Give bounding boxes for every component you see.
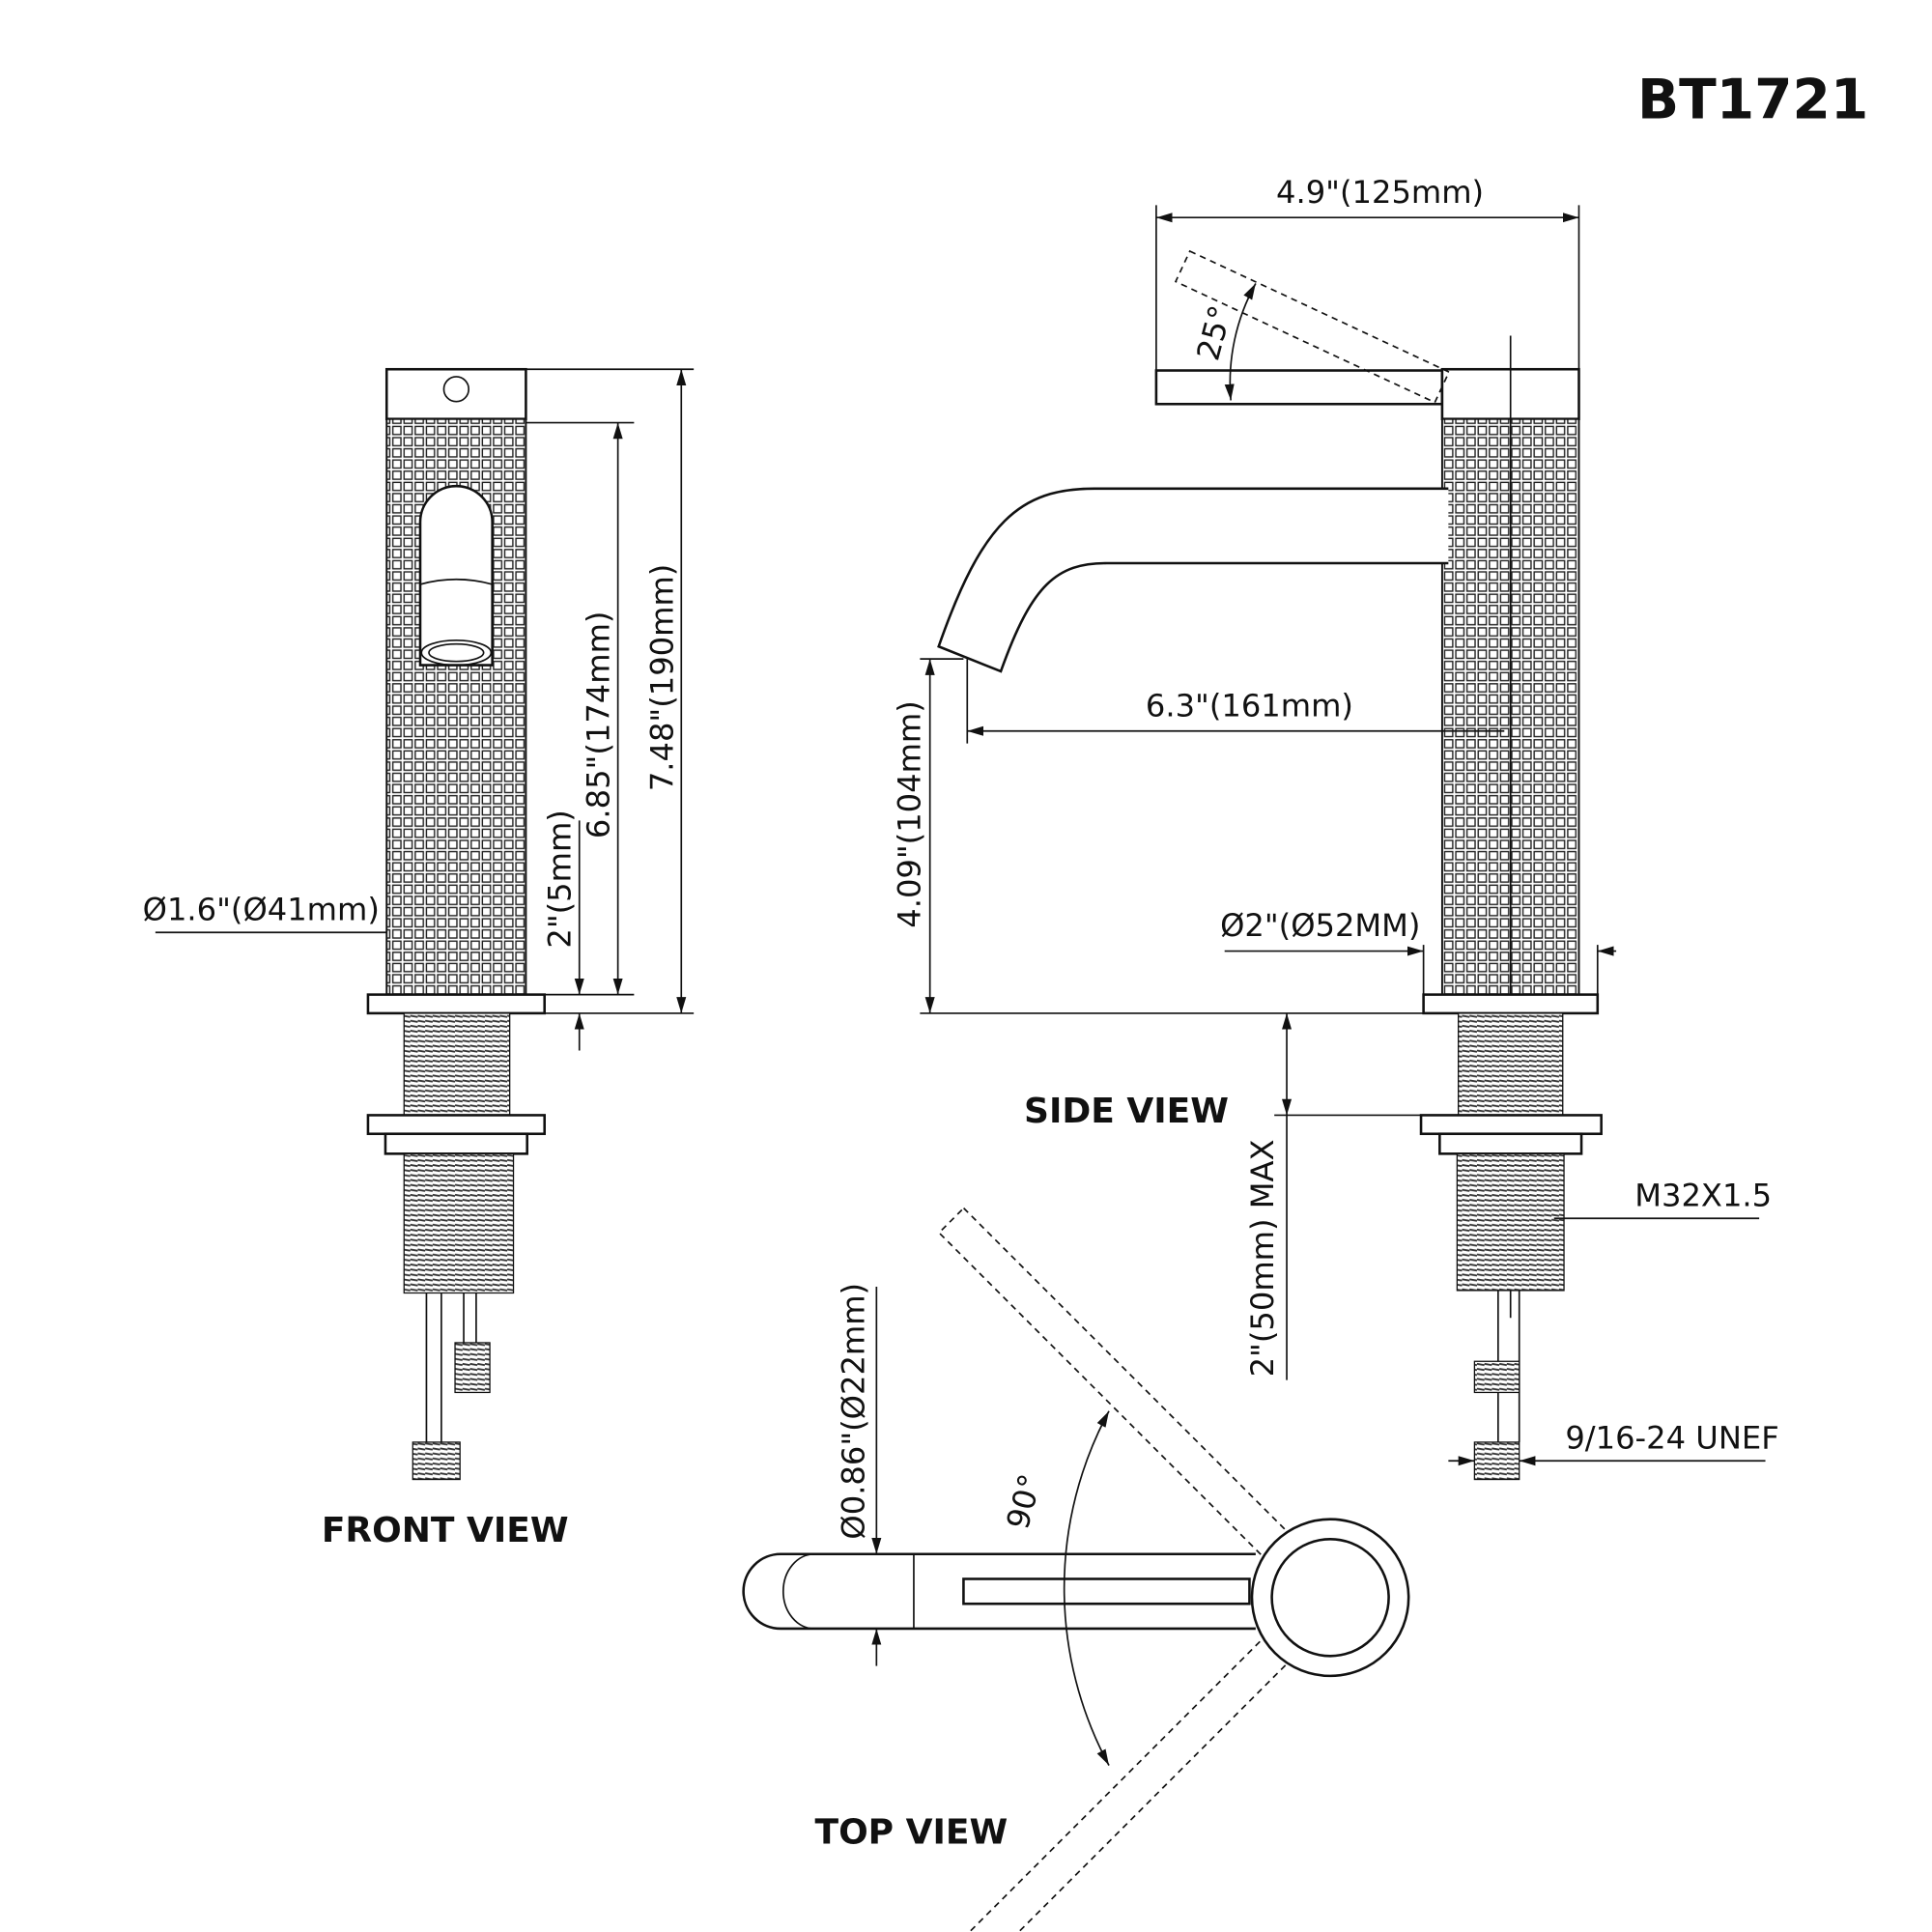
side-spout bbox=[937, 487, 1449, 673]
dim-body-height: 6.85"(174mm) bbox=[581, 611, 617, 839]
front-cap bbox=[384, 367, 527, 421]
front-view-label: FRONT VIEW bbox=[322, 1511, 569, 1550]
side-view-label: SIDE VIEW bbox=[1024, 1092, 1229, 1131]
dim-handle-diameter: Ø0.86"(Ø22mm) bbox=[835, 1283, 871, 1540]
front-connector-1 bbox=[454, 1342, 491, 1394]
front-connector-2 bbox=[412, 1441, 461, 1481]
connector-label: 9/16-24 UNEF bbox=[1565, 1419, 1778, 1456]
top-handle-slot bbox=[962, 1577, 1251, 1605]
side-connector-1 bbox=[1473, 1360, 1520, 1394]
front-nut bbox=[366, 1114, 546, 1136]
thread-label: M32X1.5 bbox=[1634, 1177, 1772, 1213]
top-view-label: TOP VIEW bbox=[815, 1813, 1009, 1853]
side-nut bbox=[1419, 1114, 1603, 1136]
dim-total-height: 7.48"(190mm) bbox=[643, 564, 680, 792]
top-view: Ø0.86"(Ø22mm) 90° TOP VIEW bbox=[742, 1207, 1410, 1932]
top-inner-ring bbox=[1270, 1538, 1390, 1658]
dim-width: 4.9"(125mm) bbox=[1276, 174, 1484, 211]
dim-spout-height: 4.09"(104mm) bbox=[891, 700, 927, 928]
side-connector-2 bbox=[1473, 1441, 1520, 1481]
side-view: 4.9"(125mm) 25° 6.3"(161mm) 4.09"(104mm)… bbox=[891, 174, 1779, 1481]
front-lower-thread bbox=[403, 1152, 515, 1294]
dim-deck-thickness: 2"(50mm) MAX bbox=[1244, 1139, 1281, 1377]
front-base-flange bbox=[366, 993, 546, 1015]
dim-diameter: Ø1.6"(Ø41mm) bbox=[143, 891, 380, 927]
dim-base: 2"(5mm) bbox=[542, 810, 579, 948]
dim-base-diameter: Ø2"(Ø52MM) bbox=[1220, 907, 1420, 944]
front-view: 7.48"(190mm) 6.85"(174mm) 2"(5mm) Ø1.6"(… bbox=[143, 367, 695, 1550]
front-cap-hole bbox=[442, 376, 470, 403]
side-lever bbox=[1154, 369, 1444, 406]
model-number: BT1721 bbox=[1637, 68, 1868, 131]
dim-reach: 6.3"(161mm) bbox=[1146, 687, 1353, 724]
side-lower-thread bbox=[1456, 1152, 1565, 1292]
dim-rotation: 90° bbox=[999, 1470, 1048, 1533]
front-upper-thread bbox=[403, 1012, 511, 1117]
side-base-flange bbox=[1422, 993, 1600, 1015]
side-upper-thread bbox=[1458, 1012, 1564, 1117]
front-spout-window bbox=[418, 484, 494, 667]
